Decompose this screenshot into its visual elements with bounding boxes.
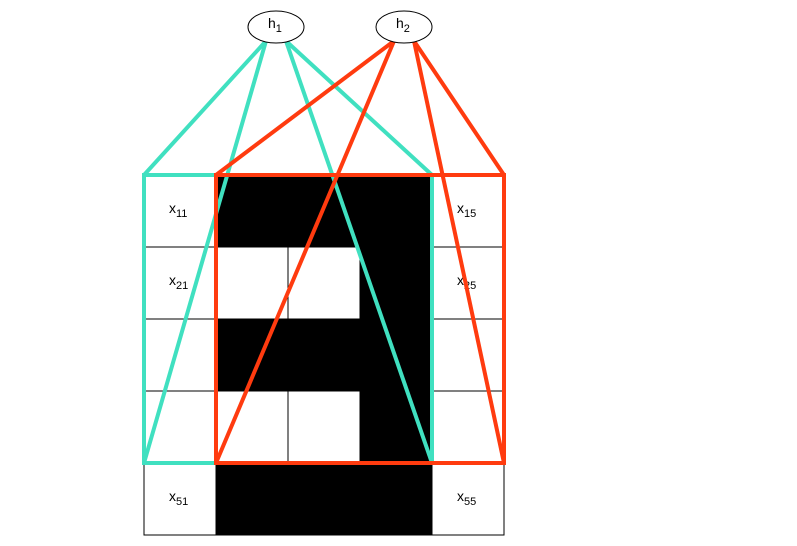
cell-label-x55: x55 (457, 488, 476, 508)
grid-cell-3-4 (359, 318, 433, 392)
grid-cell-2-3 (287, 246, 361, 320)
cell-label-x11: x11 (169, 200, 187, 220)
connection-h1-bottom-left (142, 40, 268, 464)
hidden-unit-h1: h1 (247, 10, 305, 44)
grid-cell-1-2 (215, 174, 289, 248)
receptive-field-box-h2 (214, 173, 506, 465)
grid-cell-4-2 (215, 390, 289, 464)
grid-cell-3-1 (143, 318, 217, 392)
cell-label-x51: x51 (169, 488, 188, 508)
grid-cell-5-2 (215, 462, 289, 536)
connection-h1-top-left (142, 39, 268, 177)
grid-cell-2-5 (431, 246, 505, 320)
grid-cell-1-4 (359, 174, 433, 248)
pixel-grid (143, 174, 505, 536)
cell-label-x21: x21 (169, 272, 188, 292)
cell-label-x15: x15 (457, 200, 476, 220)
receptive-fields (142, 39, 506, 465)
grid-cell-5-3 (287, 462, 361, 536)
connection-h2-bottom-right (412, 40, 506, 464)
connection-h2-top-right (412, 39, 506, 177)
connection-h2-top-left (214, 39, 396, 177)
grid-cell-3-3 (287, 318, 361, 392)
grid-cell-5-5 (431, 462, 505, 536)
hidden-unit-label: h2 (396, 15, 410, 35)
hidden-units: h1 h2 (247, 10, 433, 44)
grid-cell-1-1 (143, 174, 217, 248)
grid-cell-5-4 (359, 462, 433, 536)
connection-h1-top-right (284, 39, 434, 177)
grid-cell-2-2 (215, 246, 289, 320)
connection-h2-bottom-left (214, 40, 396, 464)
grid-cell-4-5 (431, 390, 505, 464)
hidden-unit-label: h1 (268, 15, 282, 35)
grid-cell-4-3 (287, 390, 361, 464)
grid-cell-3-5 (431, 318, 505, 392)
hidden-unit-h2: h2 (375, 10, 433, 44)
connection-h1-bottom-right (284, 40, 434, 464)
